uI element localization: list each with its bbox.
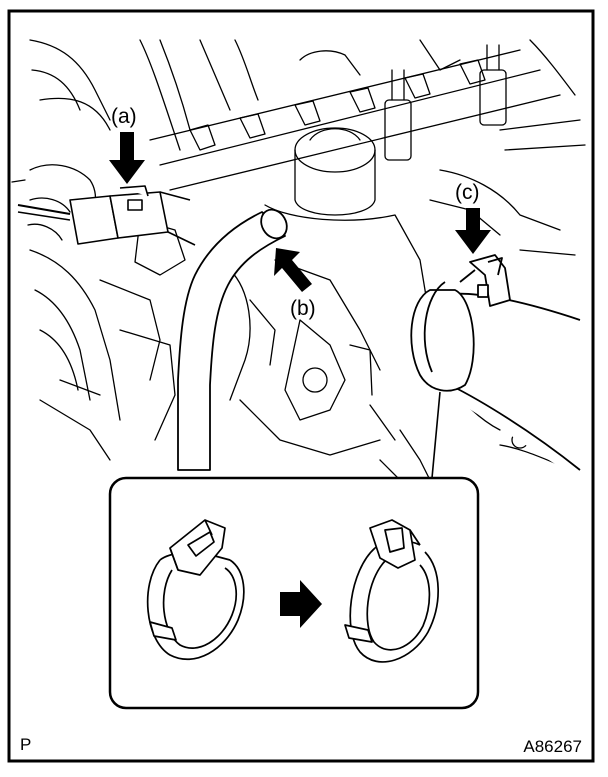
solid-up-left-arrow-icon bbox=[274, 248, 312, 292]
outer-frame bbox=[7, 9, 595, 763]
hose-b bbox=[177, 208, 288, 471]
figure-code: A86267 bbox=[523, 737, 582, 756]
solid-down-arrow-icon bbox=[109, 132, 145, 184]
connector-a bbox=[17, 185, 196, 246]
label-b: (b) bbox=[290, 297, 316, 320]
clamp-after bbox=[344, 519, 439, 663]
hose-c bbox=[410, 254, 581, 480]
solid-down-arrow-icon bbox=[455, 208, 491, 254]
engine-background bbox=[11, 39, 586, 501]
corner-label-left: P bbox=[20, 735, 31, 754]
label-a: (a) bbox=[111, 105, 137, 128]
clamp-before bbox=[146, 519, 245, 661]
leader-line bbox=[431, 391, 441, 479]
bold-right-arrow-icon bbox=[280, 580, 322, 628]
label-c: (c) bbox=[455, 181, 480, 204]
